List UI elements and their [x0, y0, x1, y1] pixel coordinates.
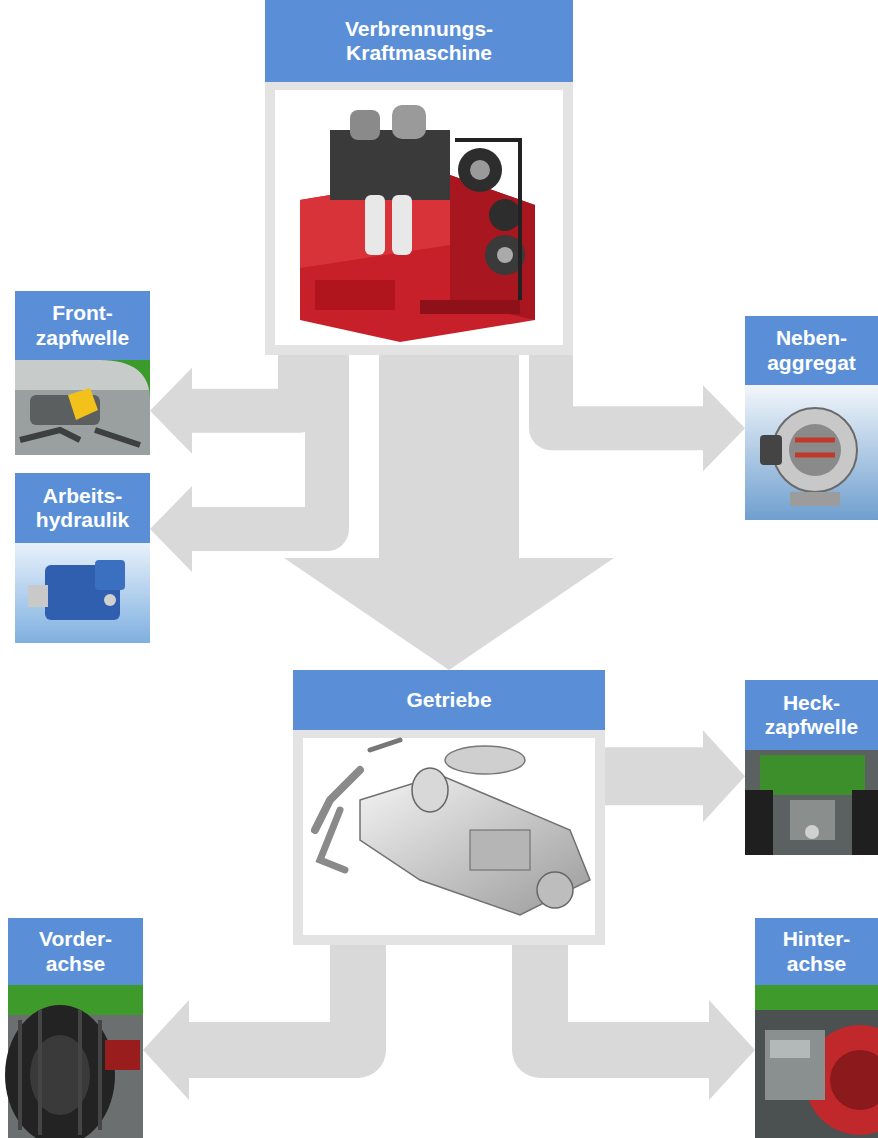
- engine-picture: [300, 105, 535, 342]
- arrow-shaft: [605, 747, 704, 805]
- engine-frame: [265, 82, 573, 355]
- power-flow-arrow: [143, 945, 358, 1100]
- component-box: Front- zapfwelle: [15, 291, 150, 455]
- front-axle-picture: [5, 985, 143, 1138]
- component-title: Hinter- achse: [762, 927, 872, 975]
- power-flow-arrow: [284, 355, 614, 670]
- component-box: Vorder- achse: [8, 918, 143, 1138]
- header-bar: Arbeits- hydraulik: [15, 473, 150, 543]
- header-bar: Hinter- achse: [755, 918, 878, 985]
- header-bar: Heck- zapfwelle: [745, 680, 878, 750]
- header-bar: Neben- aggregat: [745, 316, 878, 385]
- transmission-picture: [315, 740, 590, 915]
- arrow-shaft: [379, 355, 519, 559]
- component-title: Neben- aggregat: [757, 326, 867, 374]
- rear-pto-picture: [745, 750, 878, 855]
- arrow-shaft: [191, 355, 300, 411]
- power-flow-arrow: [540, 945, 755, 1100]
- component-box: Arbeits- hydraulik: [15, 473, 150, 643]
- alternator-picture: [745, 385, 878, 520]
- component-title: Getriebe: [406, 688, 491, 712]
- component-box: Neben- aggregat: [745, 316, 878, 520]
- hydraulic-pump-picture: [15, 543, 150, 643]
- component-title: Front- zapfwelle: [28, 301, 138, 349]
- arrow-head: [703, 730, 745, 822]
- header-bar: Verbrennungs- Kraftmaschine: [265, 0, 573, 82]
- component-title: Arbeits- hydraulik: [28, 484, 138, 532]
- component-title: Heck- zapfwelle: [757, 691, 867, 739]
- arrow-head: [703, 385, 745, 471]
- arrow-shaft: [191, 355, 327, 529]
- header-bar: Vorder- achse: [8, 918, 143, 985]
- component-box: Getriebe: [293, 670, 605, 945]
- header-bar: Front- zapfwelle: [15, 291, 150, 360]
- arrow-head: [709, 1000, 755, 1100]
- rear-axle-picture: [755, 985, 878, 1138]
- arrow-head: [150, 368, 192, 454]
- power-flow-arrow: [150, 355, 327, 572]
- power-flow-arrow: [551, 355, 745, 471]
- header-bar: Getriebe: [293, 670, 605, 730]
- arrow-head: [284, 558, 614, 670]
- arrow-shaft: [188, 945, 358, 1050]
- arrow-head: [143, 1000, 189, 1100]
- front-pto-picture: [15, 360, 150, 455]
- component-box: Heck- zapfwelle: [745, 680, 878, 855]
- component-box: Verbrennungs- Kraftmaschine: [265, 0, 573, 355]
- arrow-head: [150, 486, 192, 572]
- arrow-shaft: [540, 945, 710, 1050]
- power-flow-arrow: [150, 355, 300, 454]
- arrow-shaft: [551, 355, 704, 428]
- component-title: Vorder- achse: [21, 927, 131, 975]
- power-flow-arrow: [605, 730, 745, 822]
- component-title: Verbrennungs- Kraftmaschine: [337, 17, 502, 65]
- transmission-frame: [293, 730, 605, 945]
- component-box: Hinter- achse: [755, 918, 878, 1138]
